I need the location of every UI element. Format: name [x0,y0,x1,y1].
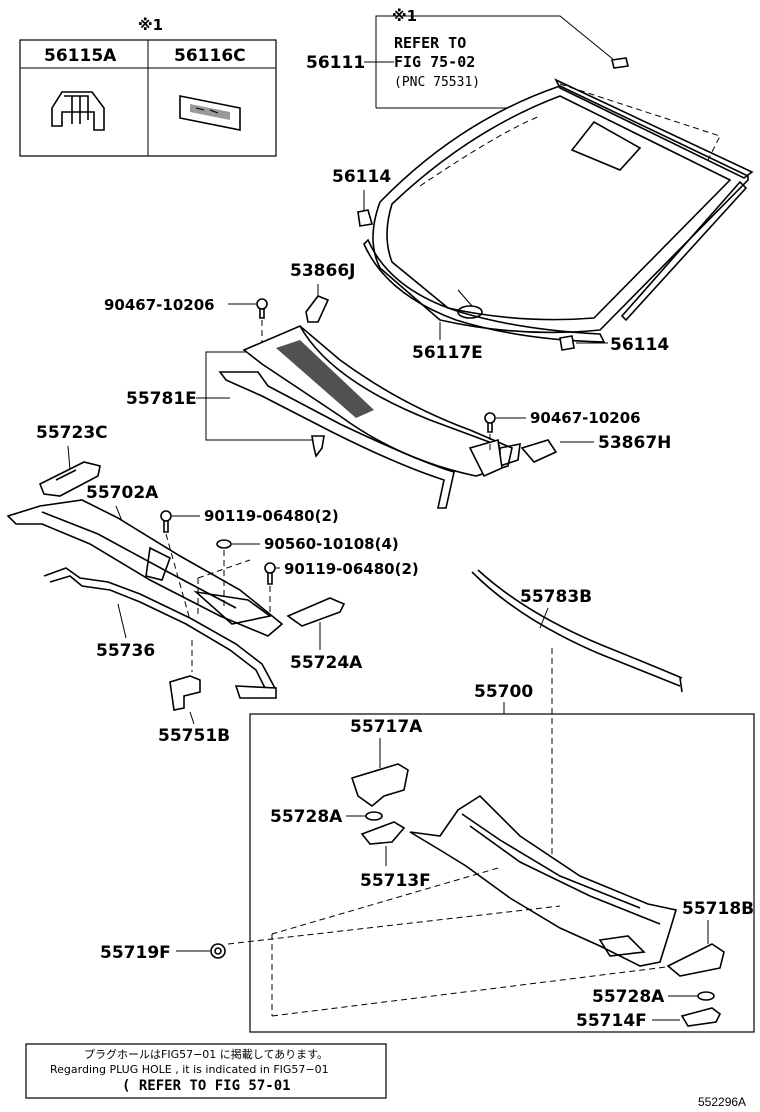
label-55723c: 55723C [36,423,108,443]
tag-drawing [611,57,629,69]
label-90119-b: 90119-06480(2) [284,560,419,578]
bracket-55724a-drawing [286,597,346,627]
label-55783b: 55783B [520,587,592,607]
clip-56114-left [357,190,374,227]
screw-90467-a-drawing [256,298,268,319]
label-55781e: 55781E [126,389,197,409]
bolt-90119-a-drawing [160,510,172,533]
label-55700: 55700 [474,682,533,702]
label-56117e: 56117E [412,343,483,363]
cowl-assembly-drawing [409,794,678,967]
bracket-53866j-drawing [305,284,330,323]
bracket-55718b-drawing [666,943,725,977]
reference-line1: REFER TO [394,34,466,52]
bracket-55717a-drawing [350,763,409,808]
label-90467-a: 90467-10206 [104,296,215,314]
footnote-line3: ( REFER TO FIG 57-01 [122,1078,291,1094]
bracket-53867h-drawing [520,439,558,463]
bolt-90119-b-drawing [264,562,276,585]
bracket-55723c-drawing [38,461,101,497]
cushion-55728a-b-drawing [697,991,715,1001]
label-55718b: 55718B [682,899,754,919]
label-90467-b: 90467-10206 [530,409,641,427]
cowl-frame-55702a-drawing [6,499,284,637]
label-55728a-a: 55728A [270,807,343,827]
brace-55736-drawing [43,567,277,699]
label-90119-a: 90119-06480(2) [204,507,339,525]
cowl-panel-55781e-drawing [218,325,521,509]
label-55728a-b: 55728A [592,987,665,1007]
label-53867h: 53867H [598,433,671,453]
label-56114-b: 56114 [610,335,669,355]
assembly-55700-frame [249,713,755,1033]
label-55717a: 55717A [350,717,423,737]
clip-56115a-drawing [51,91,105,131]
label-90560: 90560-10108(4) [264,535,399,553]
label-53866j: 53866J [290,261,355,281]
label-56111: 56111 [306,53,365,73]
clip-55781e-drawing [311,435,325,458]
clip-56116c-drawing [179,95,241,131]
footnote-frame [25,1043,387,1099]
reference-line2: FIG 75-02 [394,53,475,71]
label-55713f: 55713F [360,871,431,891]
washer-90560-drawing [216,539,232,549]
clip-56114-right [559,335,608,351]
reference-block: ※1 REFER TO FIG 75-02 (PNC 75531) 56111 [306,7,629,109]
inset-col1-label: 56115A [44,46,117,66]
footnote-line1: プラグホールはFIG57−01 に掲載してあります。 [84,1047,328,1061]
label-55702a: 55702A [86,483,159,503]
inset-table: ※1 56115A 56116C [19,16,277,157]
label-55719f: 55719F [100,943,171,963]
windshield-glass-drawing [363,78,754,343]
bracket-55713f-drawing [360,821,406,845]
inset-mark: ※1 [138,16,163,34]
inset-col2-label: 56116C [174,46,246,66]
screw-90467-b-drawing [484,412,496,433]
label-55714f: 55714F [576,1011,647,1031]
reference-line3: (PNC 75531) [394,75,480,90]
grommet-55719f-drawing [210,943,226,959]
bracket-55714f-drawing [680,1007,722,1027]
footnote-line2: Regarding PLUG HOLE , it is indicated in… [50,1063,329,1076]
cushion-55728a-a-drawing [365,811,383,821]
label-56114-a: 56114 [332,167,391,187]
clip-55751b-drawing [169,675,201,711]
label-55736: 55736 [96,641,155,661]
label-55724a: 55724A [290,653,363,673]
label-55751b: 55751B [158,726,230,746]
seal-55783b-drawing [471,569,683,693]
illustration-code: 552296A [698,1095,746,1109]
